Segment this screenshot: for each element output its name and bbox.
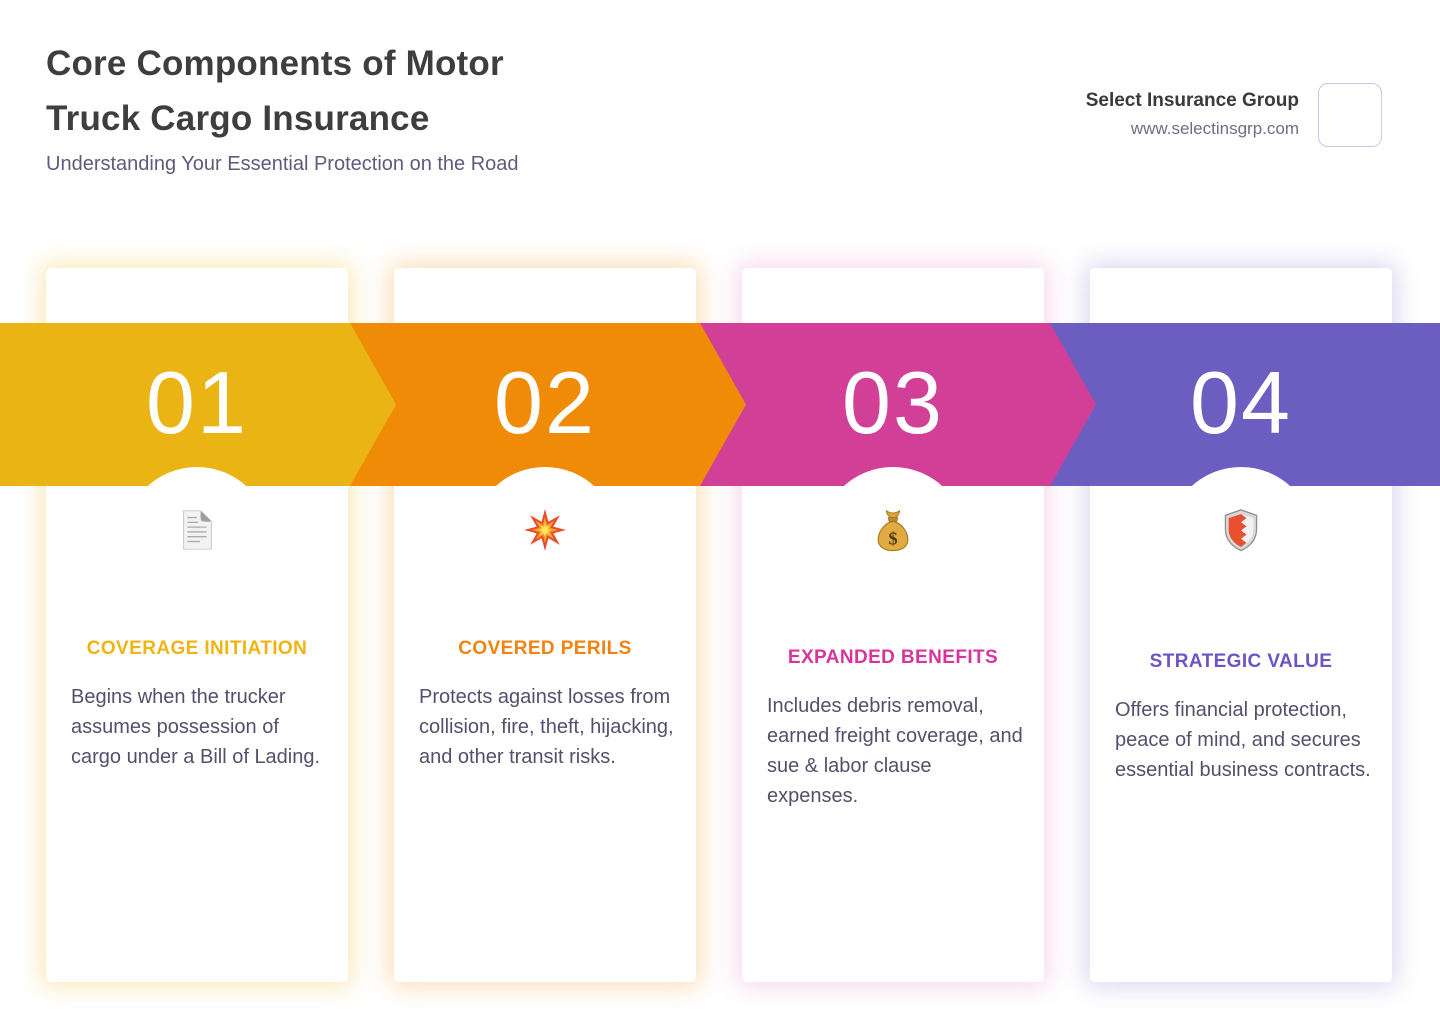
brand-website: www.selectinsgrp.com: [1130, 119, 1299, 138]
ribbon-notch-4: [1191, 467, 1291, 486]
page-title: Core Components of Motor Truck Cargo Ins…: [46, 44, 504, 138]
ribbon-segment-3: [700, 323, 1096, 486]
step-title: STRATEGIC VALUE: [1149, 651, 1333, 672]
step-description: Includes debris removal, earned freight …: [767, 695, 1023, 807]
ribbon-segment-1: [0, 323, 396, 486]
brand-logo-placeholder: [1318, 83, 1382, 147]
step-title: COVERED PERILS: [458, 638, 632, 659]
document-icon: [46, 505, 348, 555]
step-number-1: 01: [146, 353, 248, 452]
ribbon-segment-2: [350, 323, 746, 486]
step-number-2: 02: [494, 353, 596, 452]
ribbon-notch-2: [495, 467, 595, 486]
brand-name: Select Insurance Group: [1085, 90, 1299, 111]
ribbon-notch-1: [147, 467, 247, 486]
step-title: EXPANDED BENEFITS: [787, 647, 999, 668]
step-number-4: 04: [1190, 353, 1292, 452]
page-subtitle: Understanding Your Essential Protection …: [46, 153, 519, 175]
ribbon-segment-4: [1050, 323, 1440, 486]
step-description: Protects against losses from collision, …: [419, 686, 674, 768]
shield-icon: [1090, 505, 1392, 555]
step-number-3: 03: [842, 353, 944, 452]
collision-icon: [394, 505, 696, 555]
step-title: COVERAGE INITIATION: [86, 638, 308, 659]
brand-block: Select Insurance Group www.selectinsgrp.…: [1086, 90, 1299, 139]
money-bag-icon: $: [742, 505, 1044, 555]
step-description: Offers financial protection, peace of mi…: [1115, 699, 1371, 781]
chevron-ribbon: [0, 323, 1440, 486]
step-description: Begins when the trucker assumes possessi…: [71, 686, 321, 768]
svg-text:$: $: [888, 528, 897, 548]
ribbon-notch-3: [843, 467, 943, 486]
